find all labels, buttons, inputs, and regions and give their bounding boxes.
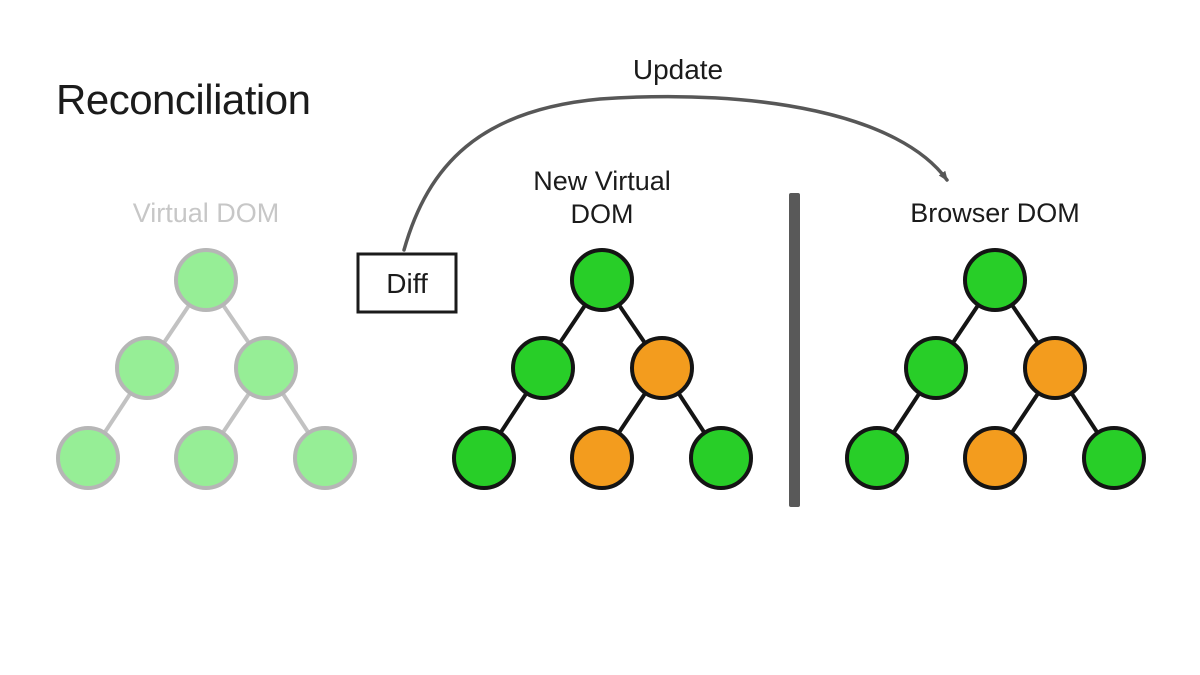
update-arrow	[402, 94, 949, 252]
tree-node-orange	[570, 426, 634, 490]
tree-node-orange	[630, 336, 694, 400]
tree-node-orange	[963, 426, 1027, 490]
tree-node-faded-green	[174, 248, 238, 312]
diff-label: Diff	[386, 268, 428, 299]
tree-node-faded-green	[56, 426, 120, 490]
tree-node-green	[689, 426, 753, 490]
tree-virtual-dom: Virtual DOM	[56, 198, 357, 490]
tree-browser-dom: Browser DOM	[845, 198, 1146, 490]
tree-title: Browser DOM	[910, 198, 1080, 228]
tree-node-orange	[1023, 336, 1087, 400]
tree-node-green	[904, 336, 968, 400]
tree-node-green	[1082, 426, 1146, 490]
tree-title: DOM	[571, 199, 634, 229]
tree-title: Virtual DOM	[133, 198, 280, 228]
tree-node-faded-green	[234, 336, 298, 400]
tree-node-green	[845, 426, 909, 490]
tree-node-green	[963, 248, 1027, 312]
tree-node-faded-green	[174, 426, 238, 490]
update-label: Update	[633, 54, 723, 85]
page-title: Reconciliation	[56, 76, 310, 123]
tree-node-green	[452, 426, 516, 490]
tree-title: New Virtual	[533, 166, 671, 196]
divider-bar	[789, 193, 800, 507]
tree-node-faded-green	[115, 336, 179, 400]
tree-node-green	[570, 248, 634, 312]
tree-node-faded-green	[293, 426, 357, 490]
tree-node-green	[511, 336, 575, 400]
diff-box	[356, 252, 458, 314]
